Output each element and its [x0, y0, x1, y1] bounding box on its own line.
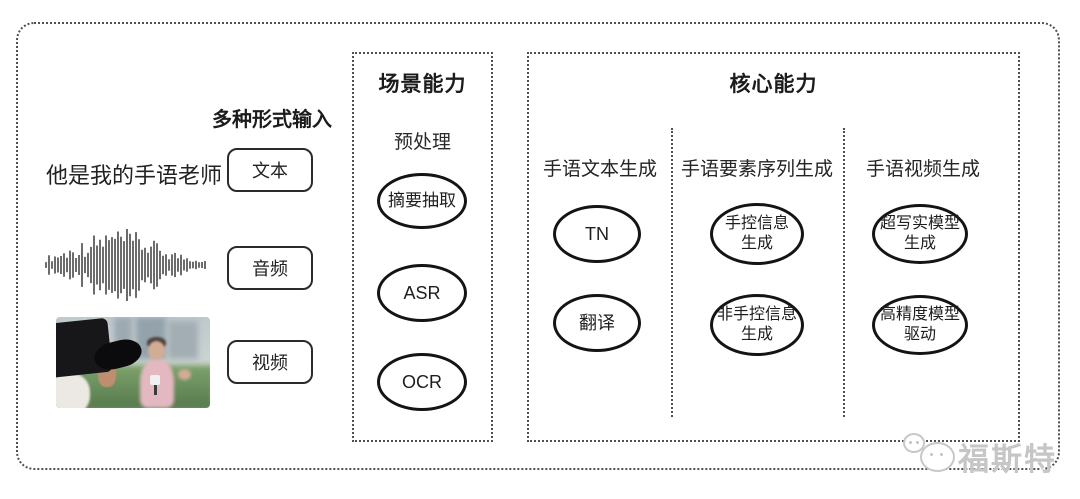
node-non-manual-info-generation: 非手控信息 生成 [710, 294, 804, 356]
photo-reporter-head [148, 341, 165, 360]
scene-capability-panel: 场景能力 预处理 摘要抽取 ASR OCR [352, 52, 493, 442]
node-hyperrealistic-model-generation: 超写实模型 生成 [872, 204, 968, 264]
preprocess-label: 预处理 [393, 132, 451, 153]
column-header-sign-video: 手语视频生成 [865, 159, 980, 180]
photo-microphone [150, 375, 160, 385]
watermark: 福斯特 [900, 428, 1060, 478]
node-label: 摘要抽取 [388, 191, 456, 211]
node-label: OCR [402, 371, 442, 392]
node-label-line2: 生成 [903, 235, 936, 252]
input-box-text-label: 文本 [252, 161, 288, 181]
photo-reporter-hand [178, 369, 191, 380]
node-manual-info-generation: 手控信息 生成 [710, 203, 804, 265]
node-ocr: OCR [377, 353, 467, 411]
node-asr: ASR [377, 264, 467, 322]
column-header-sign-text: 手语文本生成 [542, 159, 657, 180]
video-thumbnail-image [56, 317, 210, 408]
brand-logo-icon [903, 433, 925, 453]
node-high-precision-model-driving: 高精度模型 驱动 [872, 295, 968, 355]
node-label-line2: 生成 [740, 326, 773, 343]
node-label-line1: 非手控信息 [716, 306, 797, 323]
column-divider [843, 128, 845, 417]
node-label: TN [585, 223, 609, 244]
watermark-brand-text: 福斯特 [958, 442, 1057, 477]
node-translation: 翻译 [553, 294, 641, 352]
node-tn: TN [553, 205, 641, 263]
input-section-title: 多种形式输入 [212, 109, 332, 131]
core-capability-panel: 核心能力 手语文本生成 手语要素序列生成 手语视频生成 TN 翻译 手控信息 生… [527, 52, 1020, 442]
node-summary-extraction: 摘要抽取 [377, 173, 467, 229]
brand-logo-icon [920, 442, 955, 472]
input-box-audio-label: 音频 [252, 259, 288, 279]
node-label-line1: 超写实模型 [879, 215, 960, 232]
node-label-line1: 手控信息 [724, 215, 789, 232]
node-label: 翻译 [579, 312, 615, 333]
node-label-line2: 驱动 [903, 326, 936, 343]
logo-eye-dot [940, 453, 943, 456]
core-panel-title: 核心能力 [729, 73, 818, 96]
photo-building [168, 321, 198, 359]
input-box-text: 文本 [227, 148, 313, 192]
input-box-audio: 音频 [227, 246, 313, 290]
column-divider [671, 128, 673, 417]
sample-sentence-text: 他是我的手语老师 [46, 163, 223, 188]
input-box-video-label: 视频 [252, 353, 288, 373]
logo-eye-dot [916, 441, 919, 444]
photo-microphone-handle [154, 385, 157, 395]
logo-eye-dot [909, 441, 912, 444]
column-header-sign-elements: 手语要素序列生成 [680, 159, 833, 180]
node-label: ASR [403, 282, 441, 303]
node-label-line1: 高精度模型 [879, 306, 960, 323]
node-label-line2: 生成 [740, 235, 773, 252]
logo-eye-dot [930, 453, 933, 456]
audio-waveform-image [45, 229, 206, 301]
outer-dashed-border [16, 22, 1060, 470]
input-box-video: 视频 [227, 340, 313, 384]
scene-panel-title: 场景能力 [378, 73, 467, 96]
photo-cameraman-shirt [56, 373, 90, 408]
